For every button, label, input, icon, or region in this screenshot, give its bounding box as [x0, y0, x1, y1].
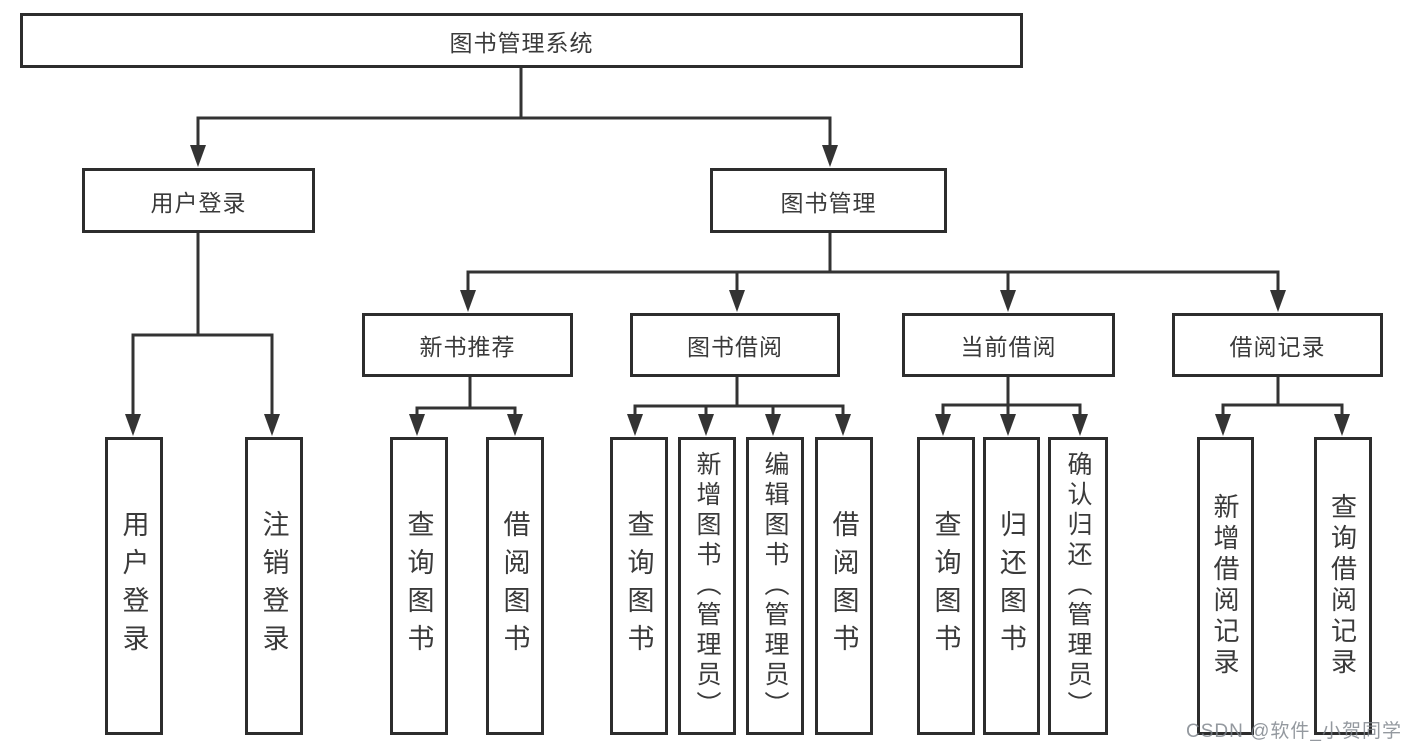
- node-login: 用户登录: [105, 437, 163, 735]
- node-book-management: 图书管理: [710, 168, 947, 233]
- node-logout: 注销登录: [245, 437, 303, 735]
- node-user-login: 用户登录: [82, 168, 315, 233]
- watermark: CSDN @软件_小贺同学: [1186, 721, 1402, 742]
- node-return-books: 归还图书: [983, 437, 1040, 735]
- node-book-borrowing: 图书借阅: [630, 313, 840, 377]
- node-borrow-records: 借阅记录: [1172, 313, 1383, 377]
- node-query-books-borrowing: 查询图书: [610, 437, 668, 735]
- node-query-borrow-record: 查询借阅记录: [1314, 437, 1372, 735]
- node-borrow-books-recommend: 借阅图书: [486, 437, 544, 735]
- node-add-book-admin: 新增图书（管理员）: [678, 437, 736, 735]
- node-query-books-current: 查询图书: [917, 437, 975, 735]
- node-add-borrow-record: 新增借阅记录: [1197, 437, 1254, 735]
- arrowheads: [125, 145, 1350, 436]
- node-new-book-recommend: 新书推荐: [362, 313, 573, 377]
- node-borrow-books-borrowing: 借阅图书: [815, 437, 873, 735]
- node-query-books-recommend: 查询图书: [390, 437, 448, 735]
- node-current-borrowing: 当前借阅: [902, 313, 1115, 377]
- node-confirm-return-admin: 确认归还（管理员）: [1048, 437, 1108, 735]
- node-library-management-system: 图书管理系统: [20, 13, 1023, 68]
- node-edit-book-admin: 编辑图书（管理员）: [746, 437, 804, 735]
